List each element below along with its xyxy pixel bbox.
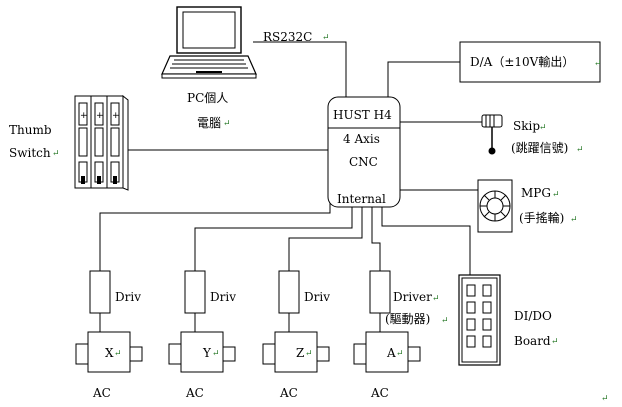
return-mark: ↵ [576,145,584,155]
return-mark: ↵ [114,349,122,359]
axis-y-bus [194,207,353,271]
pc-laptop-icon [161,6,257,79]
thumb-switch-icon: + + + [74,94,129,191]
motor-z-rear [262,343,276,365]
plus-glyph: + [112,111,120,121]
motor-z-shaft [316,346,330,362]
return-mark: ↵ [539,123,547,133]
return-mark: ↵ [432,294,440,304]
return-mark: ↵ [441,316,449,326]
return-mark: ↵ [552,190,560,200]
driver-a-note: (驅動器) [385,312,430,326]
connection-lines [99,41,482,332]
return-mark: ↵ [594,59,602,69]
motor-y-label: Y [202,346,212,360]
rs232c-label: RS232C [263,30,312,44]
plus-glyph: + [80,111,88,121]
return-mark: ↵ [322,33,330,43]
return-mark: ↵ [52,149,60,159]
ac-x-label: AC [92,386,111,400]
cnc-type: CNC [349,155,378,169]
ac-y-label: AC [185,386,204,400]
motor-a-rear [353,343,367,365]
return-mark: ↵ [551,337,559,347]
ac-a-label: AC [370,386,389,400]
motor-z-box [274,331,318,373]
motor-a-shaft [407,346,421,362]
mpg-label: MPG [521,186,551,200]
cnc-internal-label: Internal [337,192,386,206]
motor-y-box [180,331,224,373]
driver-x-box [89,270,111,314]
da-line [387,61,460,97]
axis-a-group: Driver ↵ (驅動器) ↵ A ↵ AC [353,270,449,400]
motor-z-label: Z [296,346,304,360]
cnc-controller: HUST H4 4 Axis CNC Internal [327,96,401,208]
axis-y-group: Driv Y ↵ AC [168,270,236,400]
driver-z-box [278,270,300,314]
return-mark: ↵ [212,349,220,359]
axis-x-bus [99,200,331,271]
motor-a-box [365,331,409,373]
return-mark: ↵ [305,349,313,359]
return-mark: ↵ [396,349,404,359]
thumb-switch-label: Thumb [9,123,52,137]
da-box [459,41,601,83]
pc-label: PC個人 [187,91,228,105]
cnc-box [327,96,401,208]
didio-label-2: Board [514,334,551,348]
rs232c-line [253,41,347,97]
skip-probe-icon [481,114,503,155]
didio-label: DI/DO [514,309,552,323]
mpg-handwheel-icon [477,179,513,233]
axis-a-bus [371,207,381,271]
plus-glyph: + [96,111,104,121]
motor-x-label: X [105,346,114,360]
driver-z-label: Driv [304,290,330,304]
pc-label-2: 電腦 [197,115,221,130]
da-label: D/A（±10V輸出） [470,54,574,69]
axis-z-bus [288,207,363,271]
return-mark: ↵ [223,119,231,129]
didio-line [381,207,471,275]
ac-z-label: AC [279,386,298,400]
motor-x-shaft [129,346,143,362]
mpg-label-2: (手搖輪) [519,210,564,225]
axis-z-group: Driv Z ↵ AC [262,270,330,400]
driver-y-box [184,270,206,314]
driver-a-label: Driver [393,290,432,304]
driver-a-box [369,270,391,314]
skip-label: Skip [513,119,540,133]
motor-x-box [87,331,131,373]
cnc-model: HUST H4 [333,108,392,122]
skip-label-2: (跳躍信號) [511,141,568,155]
driver-y-label: Driv [210,290,236,304]
cnc-axes: 4 Axis [343,132,380,146]
axis-x-group: Driv X ↵ AC [75,270,143,400]
driver-x-label: Driv [115,290,141,304]
return-mark: ↵ [570,215,578,225]
motor-x-rear [75,343,89,365]
didio-board-icon [458,274,501,366]
thumb-switch-label-2: Switch [9,146,51,160]
return-mark: ↵ [601,394,609,404]
motor-y-shaft [222,346,236,362]
motor-y-rear [168,343,182,365]
motor-a-label: A [386,346,396,360]
